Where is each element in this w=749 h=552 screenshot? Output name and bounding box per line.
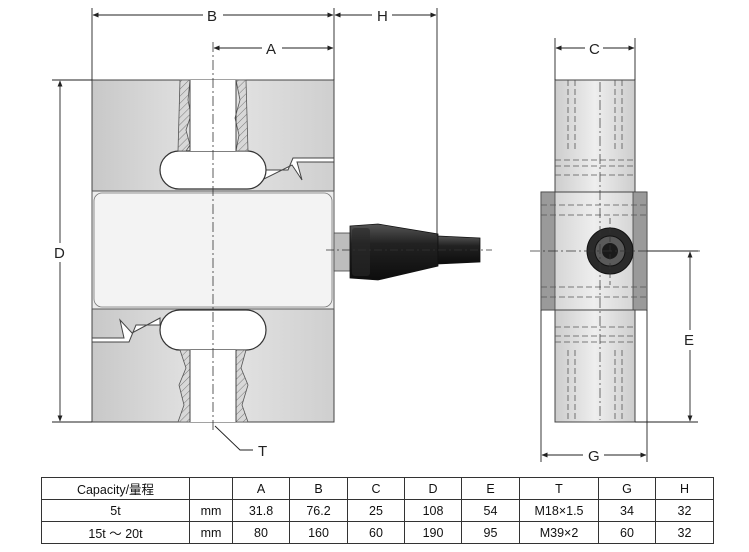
cell-D: 108 xyxy=(404,499,462,522)
header-E: E xyxy=(461,477,520,500)
cell-H: 32 xyxy=(655,499,714,522)
cell-T: M39×2 xyxy=(519,521,599,544)
cell-B: 160 xyxy=(289,521,348,544)
dim-label-T: T xyxy=(258,443,267,460)
cell-T: M18×1.5 xyxy=(519,499,599,522)
header-G: G xyxy=(598,477,656,500)
lower-notch xyxy=(91,317,161,343)
load-cell-drawing: B H A D T xyxy=(52,8,700,465)
side-view xyxy=(530,79,700,423)
dim-label-B: B xyxy=(207,8,217,25)
dim-label-C: C xyxy=(589,41,600,58)
cell-G: 60 xyxy=(598,521,656,544)
dim-label-H: H xyxy=(377,8,388,25)
dim-label-G: G xyxy=(588,448,600,465)
cell-A: 31.8 xyxy=(232,499,290,522)
header-C: C xyxy=(347,477,405,500)
table-row: 15t ～ 20t mm 80 160 60 190 95 M39×2 60 3… xyxy=(41,521,714,544)
header-D: D xyxy=(404,477,462,500)
side-dimensions xyxy=(540,38,698,462)
side-lower-block xyxy=(554,309,636,423)
dim-label-A: A xyxy=(266,41,276,58)
header-A: A xyxy=(232,477,290,500)
cell-C: 60 xyxy=(347,521,405,544)
front-dimensions xyxy=(52,8,438,451)
table-header-row: Capacity/量程 A B C D E T G H xyxy=(41,477,714,500)
dim-label-D: D xyxy=(54,245,65,262)
spec-table: Capacity/量程 A B C D E T G H 5t mm 31.8 7… xyxy=(41,477,714,544)
table-row: 5t mm 31.8 76.2 25 108 54 M18×1.5 34 32 xyxy=(41,499,714,522)
cell-B: 76.2 xyxy=(289,499,348,522)
header-unit xyxy=(189,477,233,500)
cell-A: 80 xyxy=(232,521,290,544)
cell-G: 34 xyxy=(598,499,656,522)
cell-capacity: 5t xyxy=(41,499,190,522)
cell-unit: mm xyxy=(189,521,233,544)
cell-H: 32 xyxy=(655,521,714,544)
cell-D: 190 xyxy=(404,521,462,544)
header-B: B xyxy=(289,477,348,500)
header-T: T xyxy=(519,477,599,500)
header-capacity: Capacity/量程 xyxy=(41,477,190,500)
header-H: H xyxy=(655,477,714,500)
front-view xyxy=(91,42,492,432)
cell-E: 54 xyxy=(461,499,520,522)
cable-gland xyxy=(333,223,439,281)
cell-capacity: 15t ～ 20t xyxy=(41,521,190,544)
dim-label-E: E xyxy=(684,332,694,349)
cell-unit: mm xyxy=(189,499,233,522)
upper-notch xyxy=(261,157,335,181)
cell-E: 95 xyxy=(461,521,520,544)
cell-C: 25 xyxy=(347,499,405,522)
